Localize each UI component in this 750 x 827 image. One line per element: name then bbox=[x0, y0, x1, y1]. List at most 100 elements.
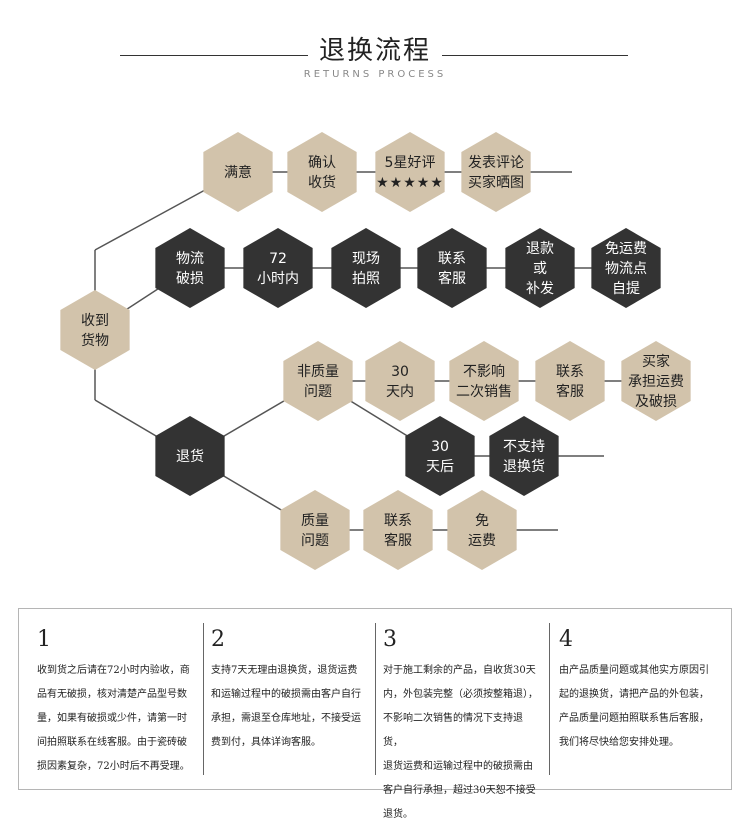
node-label: 运费 bbox=[468, 533, 496, 549]
note-divider bbox=[375, 623, 376, 775]
note-line: 客户自行承担，超过30天恕不接受 bbox=[383, 785, 536, 796]
hexagon-shape bbox=[449, 341, 519, 421]
flow-node: 满意 bbox=[203, 132, 273, 212]
title-right-rule bbox=[442, 55, 628, 56]
hexagon-shape bbox=[505, 228, 575, 308]
node-label: 联系 bbox=[384, 513, 412, 529]
node-label: 客服 bbox=[556, 383, 584, 400]
header: 退换流程 RETURNS PROCESS bbox=[0, 0, 750, 90]
note-number: 2 bbox=[211, 627, 225, 652]
node-label: 现场 bbox=[352, 251, 380, 267]
note-line: 产品质量问题拍照联系售后客服， bbox=[559, 713, 709, 724]
note-line: 起的退换货，请把产品的外包装， bbox=[559, 689, 709, 700]
hexagon-shape bbox=[621, 341, 691, 421]
node-label: 30 bbox=[431, 439, 449, 455]
node-label: 二次销售 bbox=[456, 384, 512, 400]
returns-flow-diagram: 收到货物满意确认收货5星好评★★★★★发表评论买家晒图物流破损72小时内现场拍照… bbox=[60, 132, 691, 570]
node-label: 联系 bbox=[556, 364, 584, 380]
notes-panel: 1 收到货之后请在72小时内验收，商 品有无破损，核对清楚产品型号数 量，如果有… bbox=[18, 608, 732, 820]
node-label: 拍照 bbox=[352, 271, 380, 287]
node-label: 不支持 bbox=[503, 439, 545, 455]
node-label: 天后 bbox=[426, 459, 454, 475]
node-label: 满意 bbox=[224, 164, 252, 181]
note-line: 内，外包装完整（必须按整箱退）， bbox=[383, 689, 538, 700]
note-line: 损因素复杂，72小时后不再受理。 bbox=[37, 761, 190, 772]
hexagon-shape bbox=[243, 228, 313, 308]
node-label: 自提 bbox=[612, 281, 640, 297]
hexagon-shape bbox=[591, 228, 661, 308]
note-line: 对于施工剩余的产品，自收货30天 bbox=[383, 665, 536, 676]
node-label: 退换货 bbox=[503, 458, 545, 475]
five-star-icon: ★★★★★ bbox=[376, 175, 444, 191]
note-line: 支持7天无理由退换货，退货运费 bbox=[211, 665, 358, 676]
node-label: 物流点 bbox=[605, 261, 647, 277]
flow-node: 质量问题 bbox=[280, 490, 350, 570]
node-label: 及破损 bbox=[635, 394, 677, 410]
note-line: 由产品质量问题或其他实方原因引 bbox=[559, 665, 709, 676]
page-subtitle: RETURNS PROCESS bbox=[303, 69, 447, 80]
hexagon-shape bbox=[363, 490, 433, 570]
note-1: 1 收到货之后请在72小时内验收，商 品有无破损，核对清楚产品型号数 量，如果有… bbox=[19, 609, 203, 789]
note-line: 退货运费和运输过程中的破损需由 bbox=[383, 761, 533, 772]
node-label: 买家 bbox=[642, 353, 670, 370]
node-label: 72 bbox=[269, 251, 287, 267]
flow-node: 退货 bbox=[155, 416, 225, 496]
note-number: 1 bbox=[37, 627, 51, 652]
flow-nodes: 收到货物满意确认收货5星好评★★★★★发表评论买家晒图物流破损72小时内现场拍照… bbox=[60, 132, 691, 570]
hexagon-shape bbox=[331, 228, 401, 308]
note-number: 3 bbox=[383, 627, 397, 652]
node-label: 非质量 bbox=[297, 364, 339, 380]
node-label: 不影响 bbox=[463, 364, 505, 380]
flow-node: 免运费 bbox=[447, 490, 517, 570]
note-line: 间拍照联系在线客服。由于瓷砖破 bbox=[37, 737, 187, 748]
node-label: 或 bbox=[533, 261, 547, 277]
node-label: 收货 bbox=[308, 174, 336, 191]
node-label: 买家晒图 bbox=[468, 174, 524, 191]
node-label: 30 bbox=[391, 364, 409, 380]
hexagon-shape bbox=[203, 132, 273, 212]
node-label: 确认 bbox=[308, 155, 336, 171]
hexagon-shape bbox=[283, 341, 353, 421]
note-line: 和运输过程中的破损需由客户自行 bbox=[211, 689, 361, 700]
node-label: 承担运费 bbox=[628, 374, 684, 390]
node-label: 物流 bbox=[176, 251, 204, 267]
flow-node: 5星好评★★★★★ bbox=[375, 132, 445, 212]
note-divider bbox=[549, 623, 550, 775]
note-3: 3 对于施工剩余的产品，自收货30天 内，外包装完整（必须按整箱退）， 不影响二… bbox=[365, 609, 547, 820]
node-label: 免运费 bbox=[605, 241, 647, 257]
node-label: 退款 bbox=[526, 241, 554, 257]
node-label: 联系 bbox=[438, 251, 466, 267]
hexagon-shape bbox=[535, 341, 605, 421]
note-number: 4 bbox=[559, 627, 573, 652]
node-label: 补发 bbox=[526, 281, 554, 297]
note-line: 收到货之后请在72小时内验收，商 bbox=[37, 665, 190, 676]
page-title: 退换流程 bbox=[318, 36, 431, 66]
node-label: 问题 bbox=[304, 384, 332, 400]
hexagon-shape bbox=[447, 490, 517, 570]
note-divider bbox=[203, 623, 204, 775]
hexagon-shape bbox=[155, 416, 225, 496]
node-label: 客服 bbox=[438, 270, 466, 287]
note-line: 承担，需退至仓库地址，不接受运 bbox=[211, 713, 361, 724]
hexagon-shape bbox=[405, 416, 475, 496]
note-line: 费到付，具体详询客服。 bbox=[211, 737, 321, 748]
hexagon-shape bbox=[417, 228, 487, 308]
hexagon-shape bbox=[375, 132, 445, 212]
hexagon-shape bbox=[287, 132, 357, 212]
hexagon-shape bbox=[280, 490, 350, 570]
note-line: 品有无破损，核对清楚产品型号数 bbox=[37, 689, 187, 700]
note-4: 4 由产品质量问题或其他实方原因引 起的退换货，请把产品的外包装， 产品质量问题… bbox=[541, 609, 731, 789]
node-label: 发表评论 bbox=[468, 155, 524, 171]
